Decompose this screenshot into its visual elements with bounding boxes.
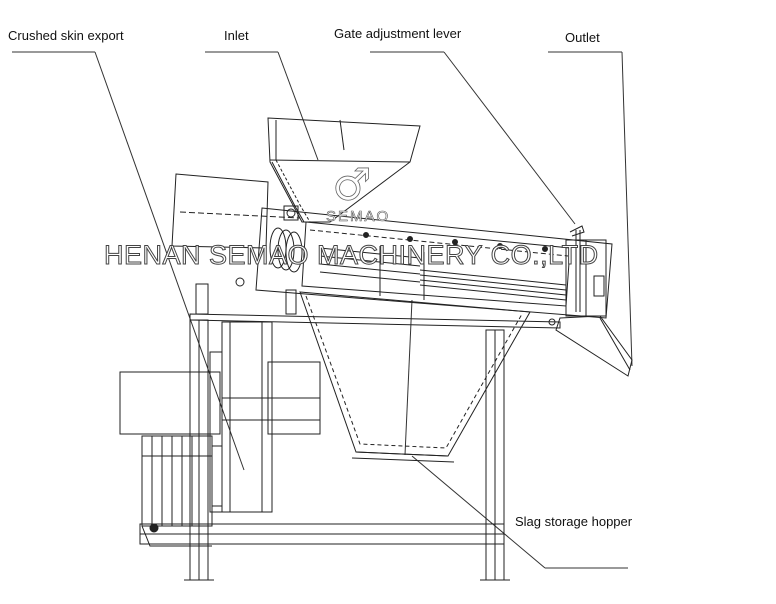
fan-housing (120, 322, 320, 512)
watermark-logo: ♂ (332, 160, 372, 212)
leader-slag-hopper (405, 300, 412, 455)
watermark-brand: SEMAO (326, 208, 391, 226)
frame (140, 278, 560, 580)
motor (142, 436, 222, 546)
crushed-skin-box (172, 174, 300, 248)
gate-lever (570, 226, 584, 312)
leader-slag-hopper-diag (412, 456, 545, 568)
slag-hopper (300, 292, 530, 462)
leader-inlet-diag (278, 52, 318, 160)
callout-crushed-skin-export: Crushed skin export (8, 28, 124, 43)
callout-gate-adjustment-lever: Gate adjustment lever (334, 26, 462, 41)
leader-crushed-skin-export-diag (95, 52, 244, 470)
callout-inlet: Inlet (224, 28, 249, 43)
inlet-hopper (268, 118, 420, 222)
outlet-chute (549, 316, 632, 376)
main-drum (256, 206, 612, 318)
leader-outlet-diag (622, 52, 632, 366)
callout-outlet: Outlet (565, 30, 600, 45)
watermark-company: HENAN SEMAO MACHINERY CO.,LTD (104, 240, 599, 271)
callout-slag-storage-hopper: Slag storage hopper (515, 514, 633, 529)
leader-lines (12, 52, 632, 568)
leader-gate-lever-diag (444, 52, 575, 224)
